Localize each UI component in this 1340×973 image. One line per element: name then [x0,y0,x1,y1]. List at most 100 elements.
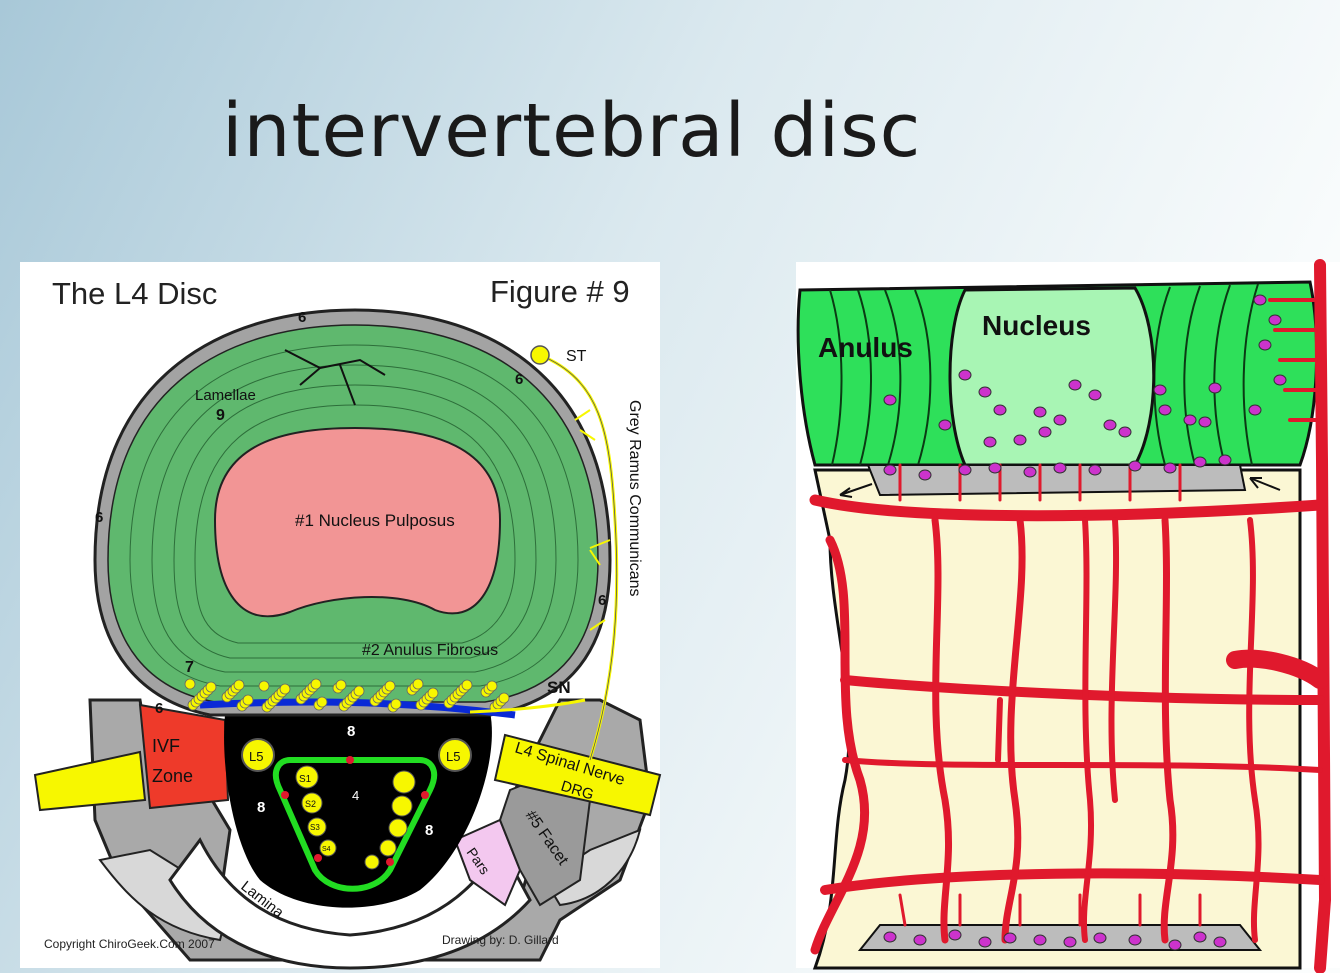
disc-cell [1184,415,1196,425]
label-eight-left: 8 [257,799,265,816]
nerve-ending-dot [499,693,509,703]
disc-cell [989,463,1001,473]
label-s1: S1 [299,774,312,785]
label-seven: 7 [185,659,194,676]
disc-cell [1034,935,1046,945]
label-st: ST [566,348,587,365]
disc-cell [994,405,1006,415]
disc-cell [1064,937,1076,947]
disc-cell [939,420,951,430]
disc-cell [1024,467,1036,477]
disc-cell [949,930,961,940]
disc-cell [1069,380,1081,390]
nerve-ending-dot [462,680,472,690]
disc-cell [1089,390,1101,400]
disc-cell [959,370,971,380]
label-six-bottom: 6 [155,700,163,717]
disc-cell [1269,315,1281,325]
label-anulus: Anulus [818,332,913,363]
label-s3: S3 [310,823,320,832]
figure-heading-right: Figure # 9 [490,274,630,309]
disc-cell [1209,383,1221,393]
label-four: 4 [352,788,359,803]
disc-cell [1034,407,1046,417]
disc-cell [1129,461,1141,471]
label-nucleus-pulposus: #1 Nucleus Pulposus [295,511,455,530]
st-node [531,346,549,364]
nerve-ending-dot [206,682,216,692]
disc-cell [1194,457,1206,467]
ivf-zone [140,705,228,808]
disc-cell [1199,417,1211,427]
disc-cell [959,465,971,475]
copyright-text: Copyright ChiroGeek.Com 2007 [44,937,215,951]
disc-cell [1094,933,1106,943]
disc-cell [1089,465,1101,475]
disc-cell [1254,295,1266,305]
disc-cell [1169,940,1181,950]
label-anulus-fibrosus: #2 Anulus Fibrosus [362,642,498,659]
disc-cell [1164,463,1176,473]
disc-cell [1054,463,1066,473]
label-six-right: 6 [598,592,606,609]
nerve-ending-dot [336,680,346,690]
nerve-ending-dot [317,697,327,707]
label-nine: 9 [216,407,225,424]
label-six-left: 6 [95,509,103,526]
disc-cell [1154,385,1166,395]
label-l5-left: L5 [249,749,263,764]
disc-cell [979,387,991,397]
label-eight-top: 8 [347,723,355,740]
label-ivf: IVF [152,736,180,756]
disc-cell [979,937,991,947]
disc-cell [1004,933,1016,943]
disc-cell [914,935,926,945]
nerve-ending-dot [391,699,401,709]
disc-cell [1214,937,1226,947]
disc-cell [1249,405,1261,415]
vertebral-body [815,470,1300,968]
nerve-ending-dot [185,679,195,689]
disc-cell [1119,427,1131,437]
disc-cell [1039,427,1051,437]
disc-cell [1014,435,1026,445]
disc-cell [1259,340,1271,350]
nerve-ending-dot [243,695,253,705]
figure-heading-left: The L4 Disc [52,276,217,311]
nerve-ending-dot [354,686,364,696]
drawing-credit: Drawing by: D. Gillard [442,933,559,947]
disc-cell [1159,405,1171,415]
label-s4: S4 [322,846,331,853]
disc-cell [884,395,896,405]
label-eight-right: 8 [425,822,433,839]
disc-cell [884,465,896,475]
label-lamellae: Lamellae [195,387,256,404]
disc-cell [1274,375,1286,385]
disc-cell [1104,420,1116,430]
nerve-ending-dot [259,681,269,691]
disc-cell [1194,932,1206,942]
disc-cell [919,470,931,480]
label-grey-ramus: Grey Ramus Communicans [626,400,643,597]
disc-cell [984,437,996,447]
nerve-ending-dot [280,684,290,694]
disc-cell [884,932,896,942]
label-nucleus: Nucleus [982,310,1091,341]
label-s2: S2 [305,799,316,809]
nerve-ending-dot [311,679,321,689]
label-l5-right: L5 [446,749,460,764]
disc-cell [1129,935,1141,945]
label-zone: Zone [152,766,193,786]
nerve-ending-dot [234,680,244,690]
label-six-top: 6 [298,309,306,326]
nerve-ending-dot [487,681,497,691]
disc-cell [1054,415,1066,425]
nerve-ending-dot [428,688,438,698]
nerve-ending-dot [385,681,395,691]
label-six-upper-right: 6 [515,371,523,388]
disc-cell [1219,455,1231,465]
nerve-ending-dot [413,679,423,689]
label-sn: SN [547,678,571,697]
